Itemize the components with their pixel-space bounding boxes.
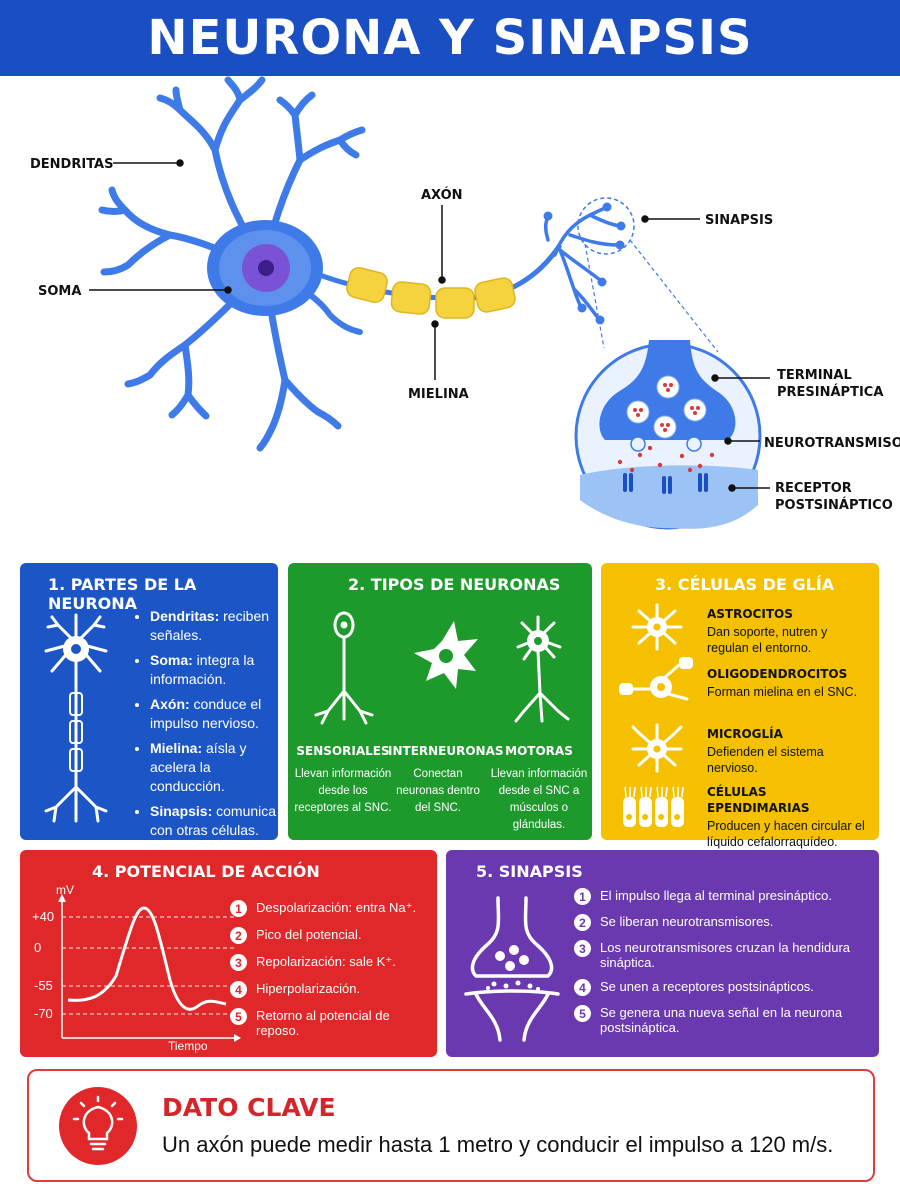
microglia-icon <box>631 723 683 773</box>
list-item: Sinapsis: comunica con otras células. <box>150 802 288 840</box>
dato-clave-title: DATO CLAVE <box>162 1093 336 1122</box>
tick-label: -55 <box>34 978 53 993</box>
panel-potencial-accion: 4. POTENCIAL DE ACCIÓN mV +40 0 -55 -70 … <box>20 850 437 1057</box>
panel-title-sinapsis: 5. SINAPSIS <box>476 862 583 881</box>
ependymal-cells-icon <box>623 797 684 827</box>
astrocyte-icon <box>631 603 683 651</box>
label-terminal-1: TERMINAL <box>777 368 852 383</box>
neuron-diagram: DENDRITAS SOMA AXÓN MIELINA SINAPSIS TER… <box>30 76 900 530</box>
tick-label: 0 <box>34 940 41 955</box>
partes-list: Dendritas: reciben señales. Soma: integr… <box>136 607 288 846</box>
interneuron-icon <box>414 621 478 689</box>
panel-title-potencial: 4. POTENCIAL DE ACCIÓN <box>92 862 320 881</box>
page-title: NEURONA Y SINAPSIS <box>147 10 753 66</box>
label-mielina: MIELINA <box>408 387 469 402</box>
dato-clave-box: DATO CLAVE Un axón puede medir hasta 1 m… <box>27 1069 875 1182</box>
list-item: Axón: conduce el impulso nervioso. <box>150 695 288 733</box>
myelin-sheath <box>346 267 516 319</box>
tick-label: +40 <box>32 909 54 924</box>
label-terminal-2: PRESINÁPTICA <box>777 384 883 400</box>
label-receptor-1: RECEPTOR <box>775 481 852 496</box>
list-item: Dendritas: reciben señales. <box>150 607 288 645</box>
action-potential-graph: mV +40 0 -55 -70 Tiempo <box>32 883 241 1053</box>
neuron-outline-icon <box>44 613 108 823</box>
label-receptor-2: POSTSINÁPTICO <box>775 497 893 513</box>
synapse-icon <box>464 896 560 1042</box>
label-dendritas: DENDRITAS <box>30 157 113 172</box>
synapse-zoom <box>574 340 762 530</box>
header-banner: NEURONA Y SINAPSIS <box>0 0 900 76</box>
label-axon: AXÓN <box>421 187 463 203</box>
y-unit: mV <box>56 883 74 897</box>
action-potential-curve <box>67 906 227 1011</box>
panel-title-tipos: 2. TIPOS DE NEURONAS <box>348 575 561 594</box>
sensory-neuron-icon <box>314 611 374 725</box>
panel-title-partes: 1. PARTES DE LA NEURONA <box>48 575 197 613</box>
tick-label: -70 <box>34 1006 53 1021</box>
axon-terminals <box>544 206 622 320</box>
zoom-source-circle <box>577 197 635 255</box>
dato-clave-text: Un axón puede medir hasta 1 metro y cond… <box>162 1132 834 1157</box>
x-label: Tiempo <box>168 1039 208 1053</box>
lightbulb-icon <box>59 1087 137 1165</box>
list-item: Mielina: aísla y acelera la conducción. <box>150 739 288 796</box>
label-neurotransmisores: NEUROTRANSMISORES <box>764 436 900 451</box>
label-soma: SOMA <box>38 284 81 299</box>
panel-title-glia: 3. CÉLULAS DE GLÍA <box>655 575 835 594</box>
panel-partes-neurona: 1. PARTES DE LA NEURONA Dendritas: recib… <box>20 563 278 840</box>
list-item: Soma: integra la información. <box>150 651 288 689</box>
label-sinapsis: SINAPSIS <box>705 213 773 228</box>
